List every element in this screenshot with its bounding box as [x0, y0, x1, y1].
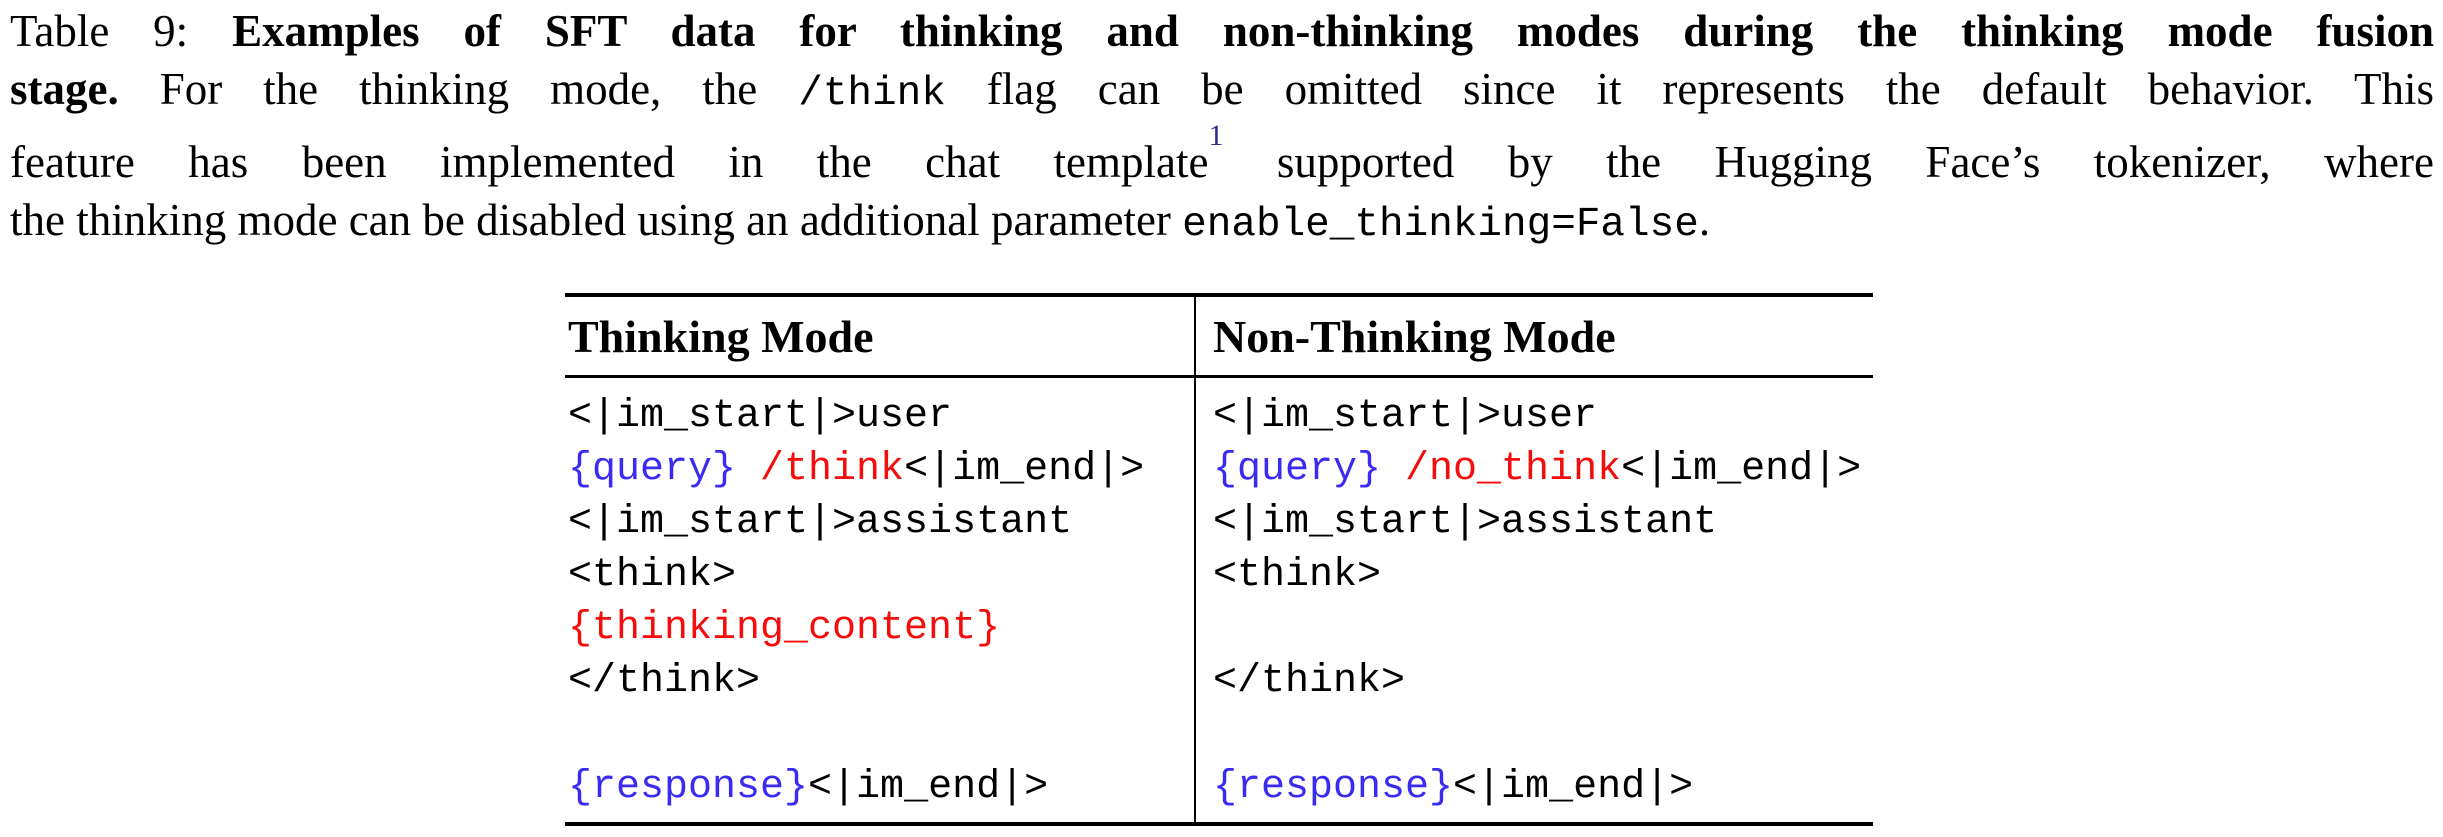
- table-top-rule: [565, 293, 1873, 297]
- code-line: <think>: [568, 549, 1194, 602]
- im-start-assistant-token: <|im_start|>assistant: [568, 500, 1073, 545]
- caption-bold-title-end: stage.: [10, 64, 119, 114]
- caption-line-2: stage. For the thinking mode, the /think…: [10, 60, 2434, 123]
- header-label: Non-Thinking Mode: [1213, 310, 1616, 362]
- im-start-assistant-token: <|im_start|>assistant: [1213, 500, 1718, 545]
- caption-text: For the thinking mode, the: [118, 64, 799, 114]
- caption-line-1: Table 9: Examples of SFT data for thinki…: [10, 2, 2434, 60]
- non-thinking-mode-code-block: <|im_start|>user {query} /no_think<|im_e…: [1194, 378, 1873, 822]
- think-open-tag: <think>: [1213, 553, 1382, 598]
- enable-thinking-inline-code: enable_thinking=False: [1182, 202, 1699, 248]
- caption-bold-title: Examples of SFT data for thinking and no…: [232, 6, 2434, 56]
- code-line: </think>: [568, 655, 1194, 708]
- table-mid-rule: [565, 375, 1873, 378]
- response-placeholder: {response}: [568, 765, 809, 810]
- code-line: {thinking_content}: [568, 602, 1194, 655]
- table-header-row: Thinking Mode Non-Thinking Mode: [565, 297, 1873, 375]
- query-placeholder: {query}: [568, 447, 737, 492]
- code-line: </think>: [1213, 655, 1873, 708]
- sft-examples-table: Thinking Mode Non-Thinking Mode <|im_sta…: [565, 293, 1873, 826]
- table-bottom-rule: [565, 822, 1873, 826]
- code-line: {response}<|im_end|>: [1213, 761, 1873, 814]
- thinking-mode-code-block: <|im_start|>user {query} /think<|im_end|…: [565, 378, 1194, 822]
- table-body: <|im_start|>user {query} /think<|im_end|…: [565, 378, 1873, 822]
- caption-line-4: the thinking mode can be disabled using …: [10, 191, 2434, 254]
- code-line: {response}<|im_end|>: [568, 761, 1194, 814]
- code-line: {query} /no_think<|im_end|>: [1213, 443, 1873, 496]
- im-end-token: <|im_end|>: [1453, 765, 1694, 810]
- code-line: <|im_start|>assistant: [1213, 496, 1873, 549]
- response-placeholder: {response}: [1213, 765, 1454, 810]
- caption-text: flag can be omitted since it represents …: [945, 64, 2434, 114]
- query-placeholder: {query}: [1213, 447, 1382, 492]
- code-blank-line: [568, 708, 1194, 761]
- think-close-tag: </think>: [1213, 659, 1406, 704]
- im-end-token: <|im_end|>: [1621, 447, 1862, 492]
- think-flag: /think: [736, 447, 905, 492]
- im-start-user-token: <|im_start|>user: [1213, 394, 1598, 439]
- code-blank-line: [1213, 602, 1873, 655]
- code-line: <think>: [1213, 549, 1873, 602]
- code-line: <|im_start|>user: [1213, 390, 1873, 443]
- think-flag-inline-code: /think: [798, 71, 946, 117]
- think-open-tag: <think>: [568, 553, 737, 598]
- no-think-flag: /no_think: [1381, 447, 1622, 492]
- im-end-token: <|im_end|>: [808, 765, 1049, 810]
- table-number-label: Table 9:: [10, 6, 233, 56]
- caption-line-3: feature has been implemented in the chat…: [10, 119, 2434, 191]
- caption-text: supported by the Hugging Face’s tokenize…: [1223, 137, 2434, 187]
- header-non-thinking-mode: Non-Thinking Mode: [1194, 297, 1873, 375]
- code-line: {query} /think<|im_end|>: [568, 443, 1194, 496]
- think-close-tag: </think>: [568, 659, 761, 704]
- thinking-content-placeholder: {thinking_content}: [568, 606, 1001, 651]
- table-caption: Table 9: Examples of SFT data for thinki…: [10, 2, 2434, 254]
- header-thinking-mode: Thinking Mode: [565, 297, 1194, 375]
- code-blank-line: [1213, 708, 1873, 761]
- caption-text: the thinking mode can be disabled using …: [10, 195, 1183, 245]
- code-line: <|im_start|>assistant: [568, 496, 1194, 549]
- im-start-user-token: <|im_start|>user: [568, 394, 953, 439]
- header-label: Thinking Mode: [568, 310, 874, 362]
- im-end-token: <|im_end|>: [904, 447, 1145, 492]
- caption-text: feature has been implemented in the chat…: [10, 137, 1209, 187]
- footnote-1-link[interactable]: 1: [1208, 119, 1224, 152]
- caption-text: .: [1698, 195, 1711, 245]
- code-line: <|im_start|>user: [568, 390, 1194, 443]
